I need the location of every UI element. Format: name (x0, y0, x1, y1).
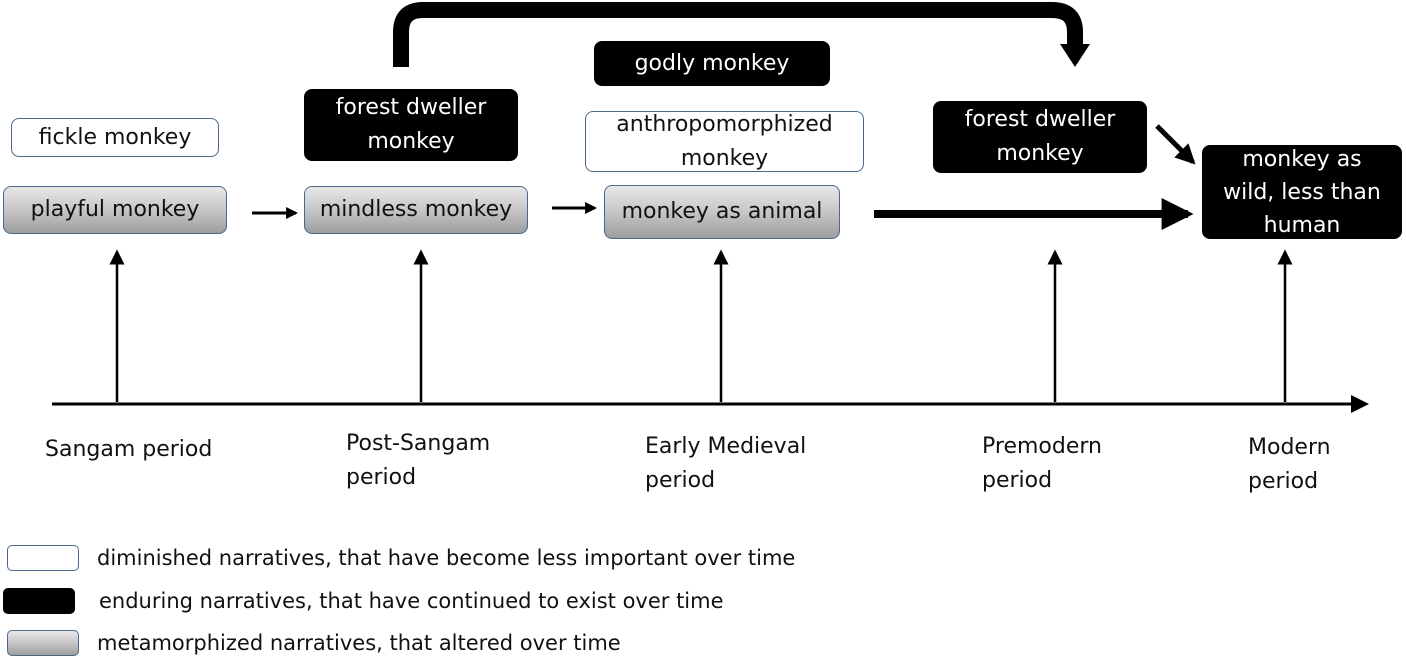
box-monkey-as-wild-label: monkey as wild, less than human (1223, 146, 1381, 238)
label-premodern-period: Premodern period (982, 434, 1102, 493)
label-modern-period: Modern period (1248, 435, 1331, 494)
box-godly-monkey: godly monkey (594, 41, 830, 86)
legend-swatch-enduring (3, 588, 75, 614)
box-forest-dweller-monkey-premodern-label: forest dweller monkey (964, 107, 1116, 166)
label-sangam-period: Sangam period (45, 437, 213, 462)
label-early-medieval-period: Early Medieval period (645, 434, 807, 493)
box-fickle-monkey: fickle monkey (11, 118, 219, 157)
box-mindless-monkey: mindless monkey (304, 186, 528, 234)
arrow-forest-dweller-continuity (393, 2, 1083, 67)
box-forest-dweller-monkey-post-sangam-label: forest dweller monkey (335, 95, 487, 154)
box-mindless-monkey-label: mindless monkey (319, 197, 513, 222)
legend-swatch-diminished (7, 545, 79, 571)
box-monkey-as-animal: monkey as animal (604, 185, 840, 239)
box-monkey-as-animal-label: monkey as animal (621, 199, 823, 224)
box-godly-monkey-label: godly monkey (634, 50, 790, 76)
arrow-forest-dweller-continuity-head (1060, 44, 1090, 67)
arrow-forest-to-wild (1155, 124, 1196, 165)
box-forest-dweller-monkey-post-sangam: forest dweller monkey (304, 89, 518, 161)
box-anthropomorphized-monkey: anthropomorphized monkey (585, 111, 864, 172)
box-playful-monkey: playful monkey (3, 186, 227, 234)
box-forest-dweller-monkey-premodern: forest dweller monkey (933, 101, 1147, 173)
legend-text-enduring: enduring narratives, that have continued… (99, 589, 724, 613)
box-anthropomorphized-monkey-label: anthropomorphized monkey (616, 111, 833, 171)
legend-text-metamorphized: metamorphized narratives, that altered o… (97, 631, 621, 655)
box-monkey-as-wild: monkey as wild, less than human (1202, 145, 1402, 239)
legend-text-diminished: diminished narratives, that have become … (97, 546, 796, 570)
label-post-sangam-period: Post-Sangam period (346, 431, 491, 490)
legend-swatch-metamorphized (7, 630, 79, 656)
box-playful-monkey-label: playful monkey (30, 197, 200, 222)
box-fickle-monkey-label: fickle monkey (38, 124, 192, 150)
